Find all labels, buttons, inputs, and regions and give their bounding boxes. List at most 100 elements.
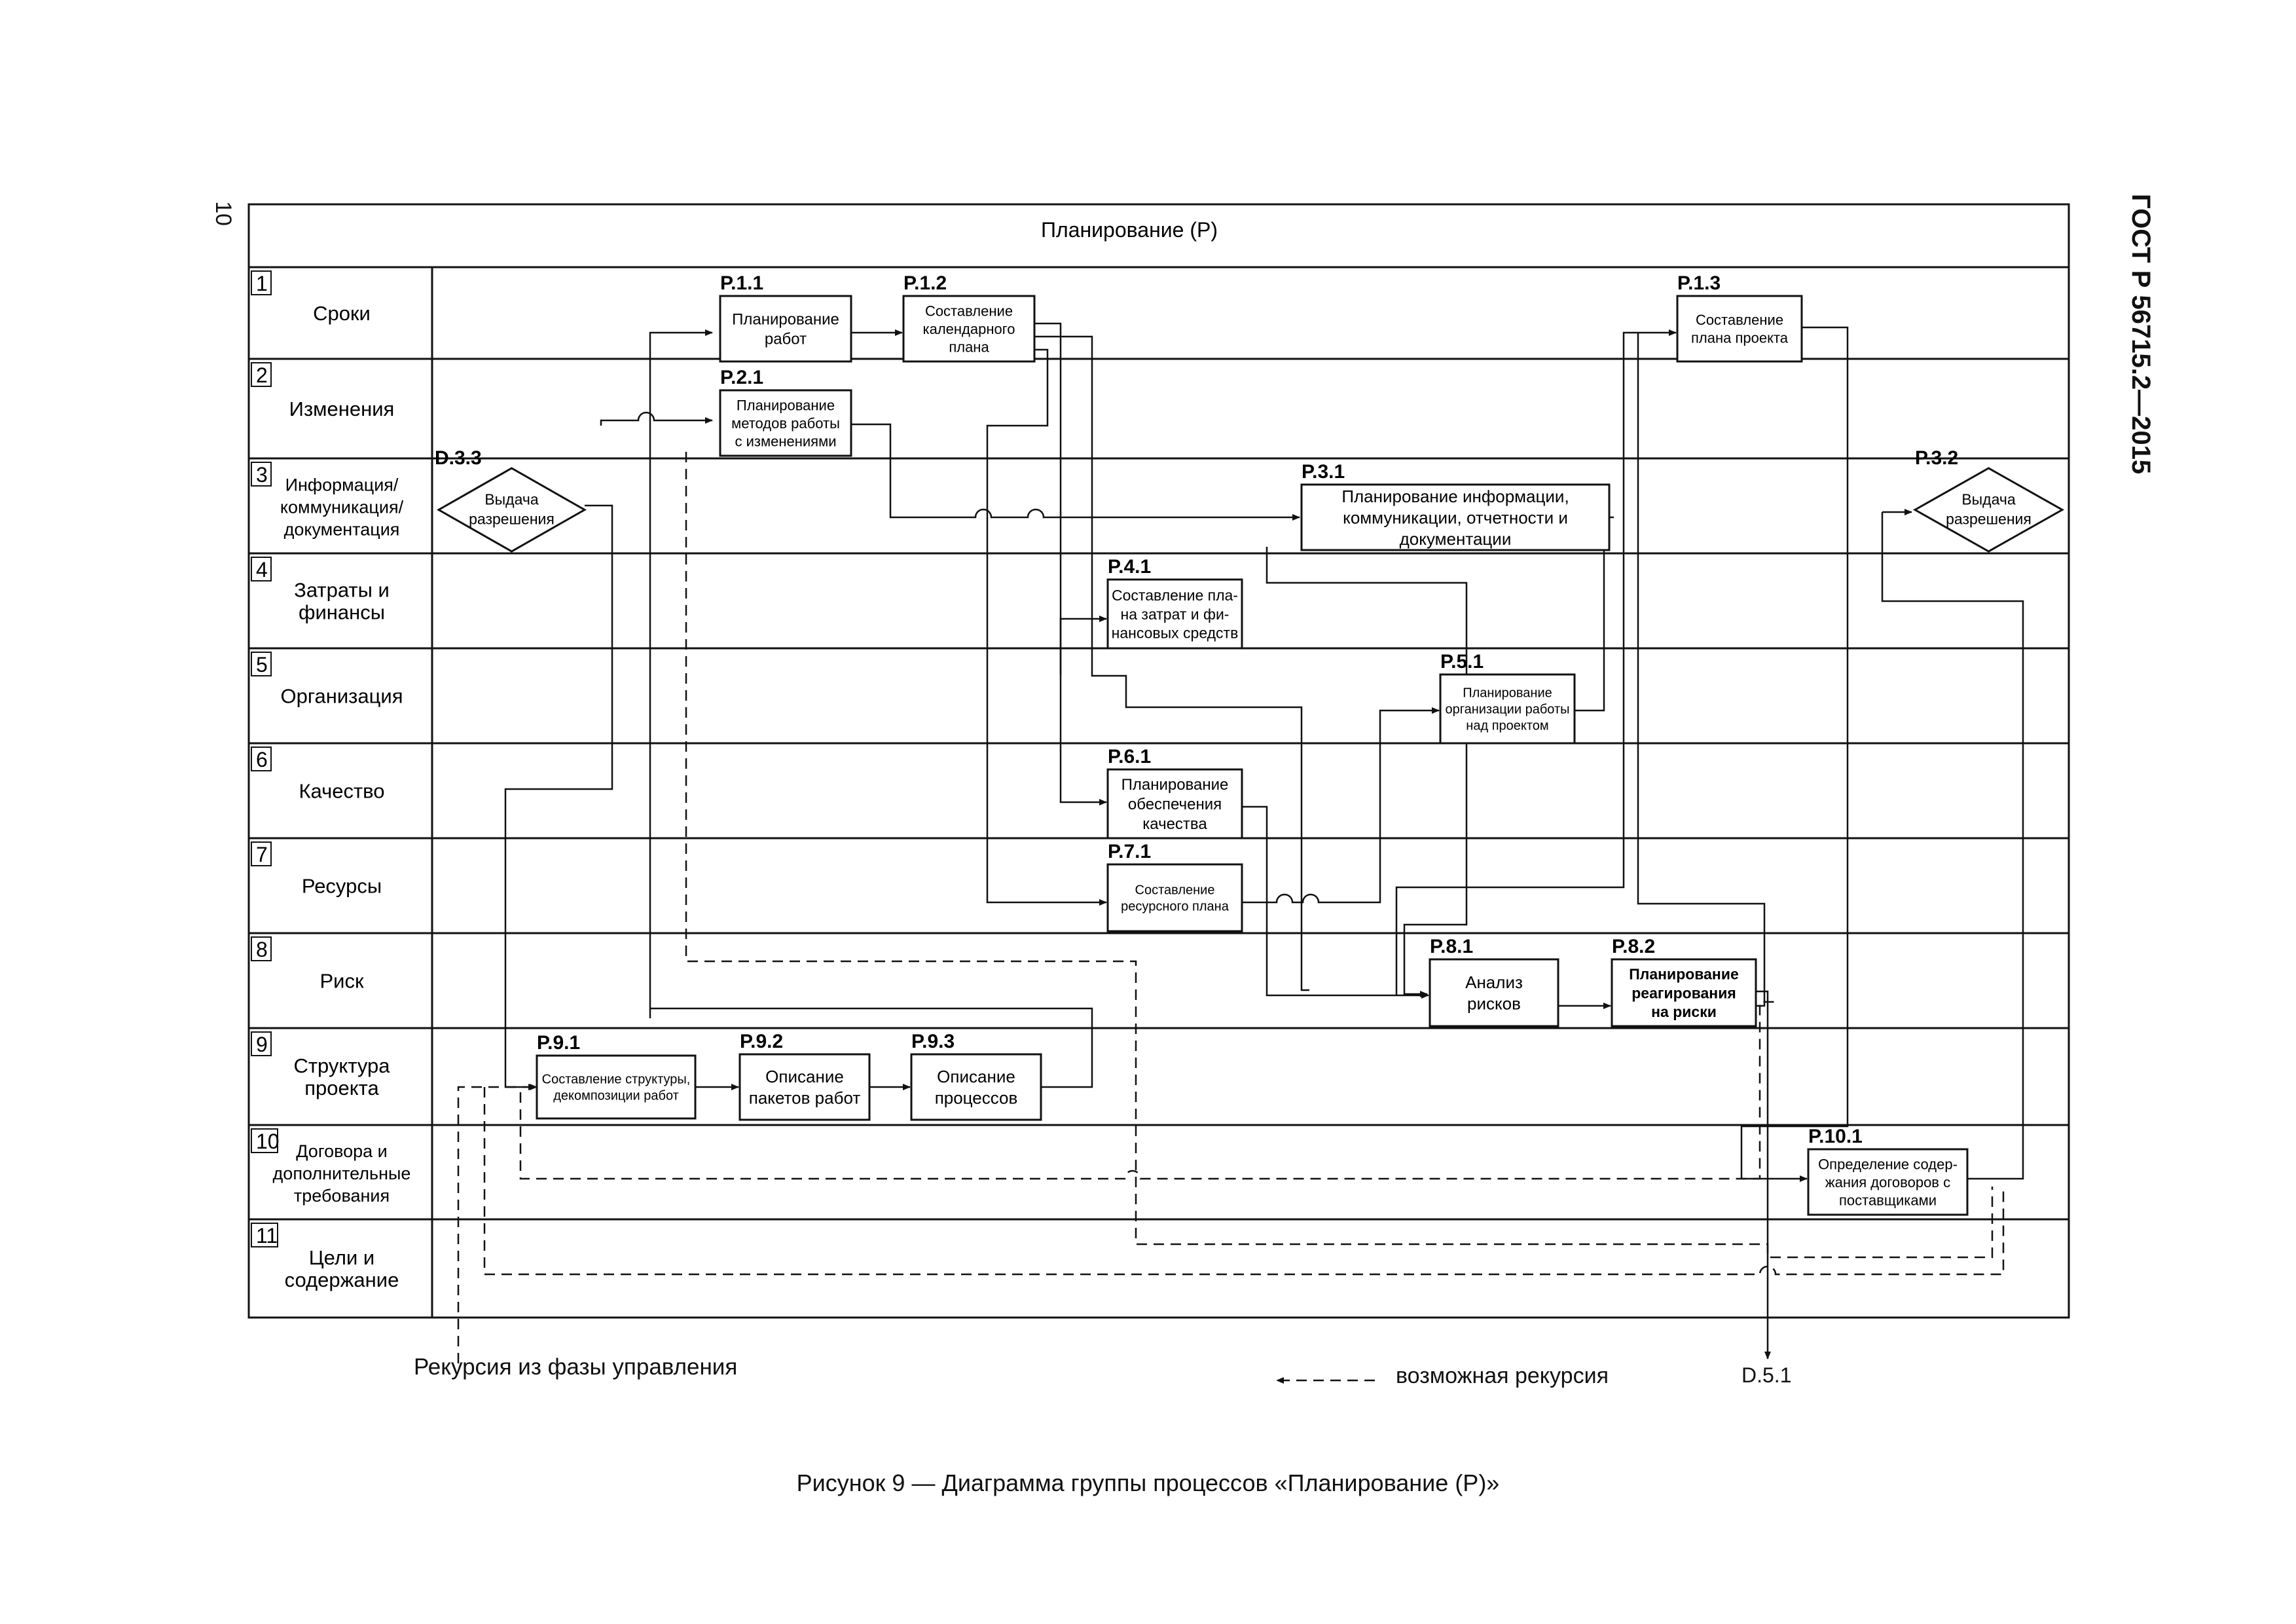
process-text: Планирование информации, [1341,487,1569,506]
lane-number-box [251,1031,272,1056]
lane-number: 6 [256,748,268,771]
lane-label: Затраты и [294,579,390,602]
process-text: реагирования [1631,984,1736,1001]
process-text: Составление [1135,883,1215,898]
process-id: P.9.3 [911,1031,955,1052]
lane-number-box [251,557,272,581]
process-text: плана проекта [1691,330,1789,346]
lane-number-box [251,1223,278,1247]
lane-label: документация [284,520,400,540]
process-id: P.6.1 [1108,746,1151,767]
process-text: качества [1142,815,1207,833]
process-text: процессов [935,1088,1018,1108]
process-text: на затрат и фи- [1121,606,1230,623]
process-text: Составление [925,303,1013,319]
lane-number: 2 [256,363,268,387]
process-text: с изменениями [735,433,837,449]
lane-label: Информация/ [285,475,399,495]
process-text: Составление пла- [1112,587,1238,604]
process-text: Планирование [737,397,835,413]
legend-possible-recursion: возможная рекурсия [1396,1363,1609,1388]
lane-label: требования [294,1186,390,1206]
process-text: обеспечения [1128,796,1222,813]
lane-number: 11 [256,1224,278,1247]
diagram-title: Планирование (P) [1041,218,1218,242]
lane-number-box [251,747,272,771]
process-text: над проектом [1466,719,1548,733]
lane-label: Структура [293,1054,390,1077]
process-id: P.3.1 [1302,461,1345,483]
lane-label: коммуникация/ [280,498,404,517]
lane-number-box [251,362,272,387]
process-text: ресурсного плана [1121,900,1230,914]
process-id: P.7.1 [1108,841,1151,862]
decision-text: Выдача [484,491,539,508]
lane-label: Организация [281,685,403,708]
decision-text: Выдача [1961,491,2016,508]
lane-number-box [251,462,272,487]
process-text: плана [949,339,989,355]
recursion-lines [457,452,2005,1384]
lane-10: 10 Договора и дополнительные требования [251,1128,411,1206]
process-id: P.4.1 [1108,556,1151,578]
process-text: организации работы [1445,703,1569,717]
lane-label: Ресурсы [302,875,382,898]
lane-number: 7 [256,843,268,866]
lane-label: проекта [304,1077,379,1099]
lane-label: Риск [319,970,363,993]
figure-caption: Рисунок 9 — Диаграмма группы процессов «… [796,1469,1500,1496]
process-id: P.10.1 [1808,1126,1863,1147]
lane-number: 5 [256,653,268,676]
process-text: Описание [765,1067,844,1086]
lane-label: Цели и [309,1246,374,1269]
process-id: P.8.1 [1430,936,1473,957]
diagram-frame [247,203,2070,1319]
decision-id: D.3.3 [435,447,482,469]
lane-label: дополнительные [273,1164,411,1183]
process-text: жания договоров с [1825,1174,1950,1190]
lane-label: Договора и [296,1141,388,1161]
decision-text: разрешения [469,511,555,528]
legend-recursion-from-control: Рекурсия из фазы управления [414,1354,738,1380]
process-text: документации [1400,529,1512,549]
lane-label: финансы [299,601,385,624]
lane-number-box [251,841,272,866]
process-text: Составление структуры, [542,1073,691,1087]
lane-number-box [251,936,272,961]
process-id: P.9.1 [537,1032,580,1054]
process-text: Планирование [1463,686,1552,701]
lane-number: 1 [256,272,268,295]
lane-label: Сроки [313,302,371,325]
lane-label: Качество [299,780,384,803]
lane-number: 10 [256,1130,280,1153]
lane-label: Изменения [289,397,395,420]
process-text: декомпозиции работ [553,1089,679,1103]
exit-reference-d51: D.5.1 [1741,1363,1792,1387]
document-code: ГОСТ Р 56715.2—2015 [2126,194,2155,475]
